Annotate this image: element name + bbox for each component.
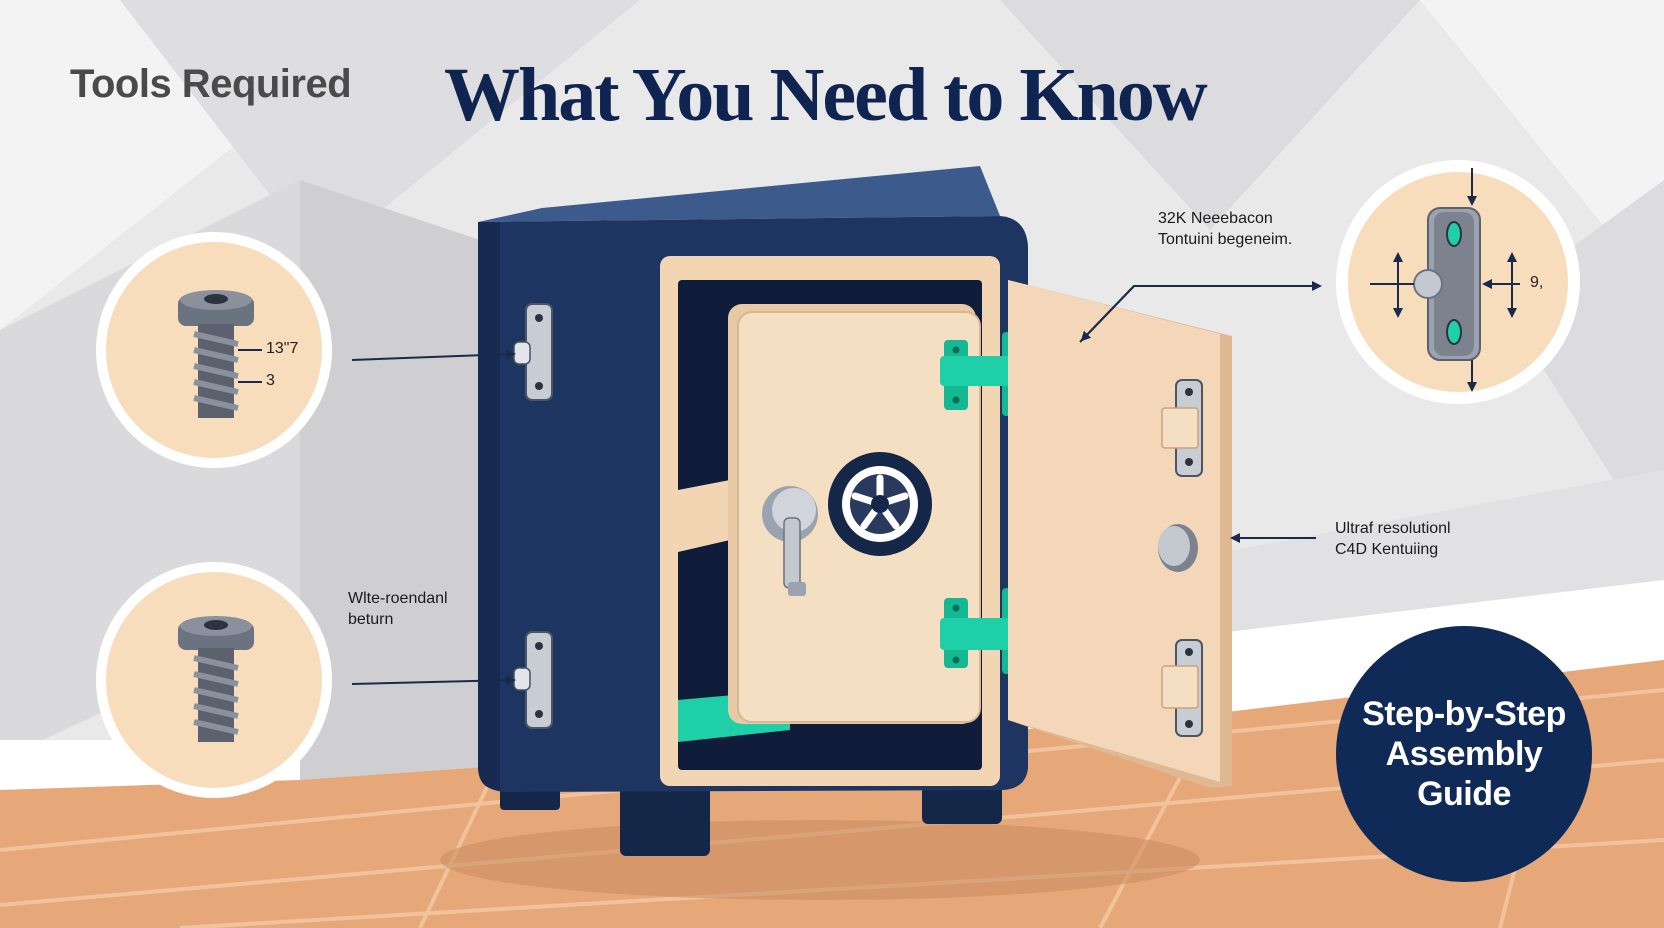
door-knob-icon: [1158, 524, 1198, 572]
screw-detail-top: [96, 232, 332, 468]
screw-length-label: 13"7: [266, 340, 299, 357]
callout-line: C4D Kentuiing: [1335, 541, 1439, 558]
callout-line: Tontuini begeneim.: [1158, 231, 1293, 248]
hinge-bracket-icon: [513, 631, 553, 729]
callout-line: Wlte-roendanl: [348, 590, 448, 607]
hinge-bracket-icon: [513, 303, 553, 401]
door-handle-icon: [762, 486, 818, 596]
hinge-bracket-icon: [1413, 207, 1481, 361]
callout-line: beturn: [348, 611, 394, 628]
screw-icon: [178, 290, 254, 418]
latch-bracket-icon: [1161, 639, 1203, 737]
tools-required-label: Tools Required: [70, 62, 352, 106]
outer-door: [1008, 280, 1232, 788]
dial-lock-icon: [828, 452, 932, 556]
callout-mid-right: Ultraf resolutionl C4D Kentuiing: [1335, 518, 1451, 560]
pointer-arrow-icon: [351, 349, 516, 361]
bracket-detail: [1336, 160, 1580, 404]
pointer-arrow-icon: [1080, 285, 1135, 342]
callout-top-right: 32K Neeebacon Tontuini begeneim.: [1158, 208, 1292, 250]
safe-side-brackets: [513, 303, 553, 729]
callout-line: Ultraf resolutionl: [1335, 520, 1451, 537]
screw-thread-label: 3: [266, 372, 275, 389]
screw-icon: [178, 616, 254, 742]
pointer-arrow-icon: [351, 675, 516, 686]
bracket-width-label: 9,: [1530, 274, 1544, 291]
screw-detail-bottom: [96, 562, 332, 798]
latch-bracket-icon: [1161, 379, 1203, 477]
page-title: What You Need to Know: [444, 53, 1208, 137]
badge-text: Step-by-Step Assembly Guide: [1362, 695, 1566, 813]
callout-mid-left: Wlte-roendanl beturn: [348, 588, 448, 630]
pointer-arrows: [351, 281, 1322, 686]
callout-line: 32K Neeebacon: [1158, 210, 1273, 227]
inner-door: [728, 304, 981, 724]
assembly-guide-badge[interactable]: Step-by-Step Assembly Guide: [1336, 626, 1592, 882]
